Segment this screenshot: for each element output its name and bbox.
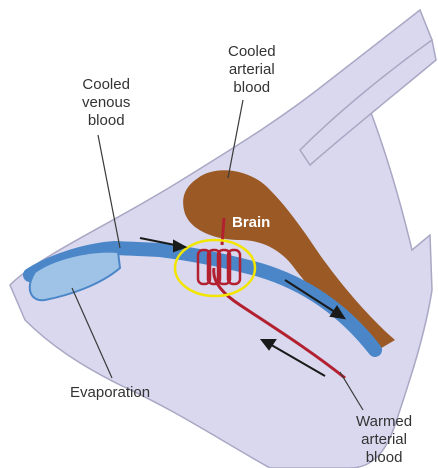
label-evaporation: Evaporation (70, 384, 150, 402)
label-cooled-venous-blood: Cooled venous blood (82, 76, 130, 130)
label-cooled-arterial-blood: Cooled arterial blood (228, 43, 276, 97)
label-warmed-arterial-blood: Warmed arterial blood (356, 413, 412, 467)
label-brain: Brain (232, 214, 270, 231)
